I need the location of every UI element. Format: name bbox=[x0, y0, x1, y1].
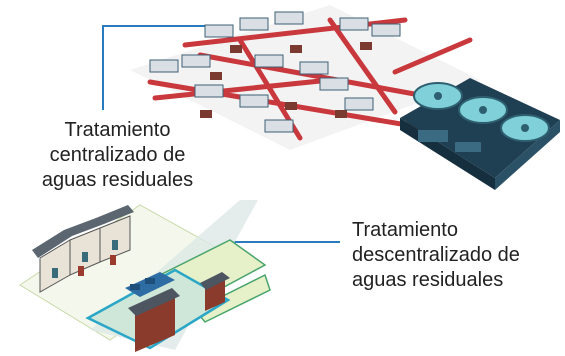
centralized-label-line-3: aguas residuales bbox=[41, 169, 194, 191]
centralized-label-line-2: centralizado de bbox=[49, 144, 186, 166]
house-roofs bbox=[200, 42, 372, 118]
centralized-city-illustration bbox=[130, 5, 480, 150]
treatment-tank bbox=[413, 82, 463, 110]
decentralized-label-line-2: descentralizado de bbox=[352, 244, 520, 266]
decentralized-treatment-label: Tratamiento descentralizado de aguas res… bbox=[352, 218, 520, 293]
treatment-tank bbox=[458, 96, 508, 124]
decentralized-neighborhood-illustration bbox=[19, 200, 271, 352]
brick-houses bbox=[128, 272, 230, 352]
decentralized-label-line-1: Tratamiento bbox=[352, 219, 458, 241]
decentralized-treatment-unit bbox=[125, 272, 175, 297]
house-cluster bbox=[149, 11, 401, 133]
terrace-houses bbox=[32, 205, 134, 293]
centralized-label-line-1: Tratamiento bbox=[64, 119, 171, 141]
treatment-plant-illustration bbox=[400, 78, 560, 190]
leader-line-centralized bbox=[102, 25, 212, 110]
treatment-tank bbox=[500, 114, 550, 142]
centralized-treatment-label: Tratamiento centralizado de aguas residu… bbox=[30, 118, 205, 193]
decentralized-label-line-3: aguas residuales bbox=[352, 269, 504, 291]
